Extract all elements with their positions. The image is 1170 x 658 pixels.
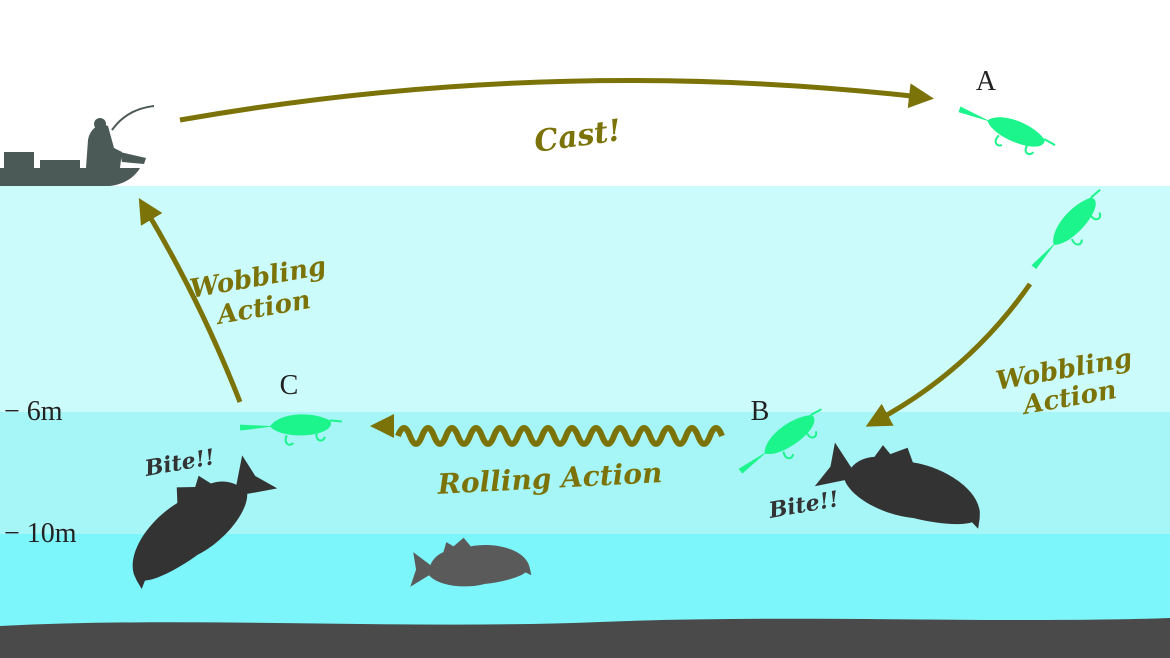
- cast-arrow: [179, 78, 934, 123]
- wobbling-arrow-right: [865, 282, 1033, 427]
- rolling-arrow-head: [370, 414, 394, 438]
- point-b-label: B: [751, 396, 770, 427]
- water-layer-upper: [0, 186, 1170, 412]
- point-c-label: C: [280, 370, 299, 401]
- wobbling-arrow-left: [138, 197, 243, 403]
- lake-bottom: [0, 618, 1170, 658]
- sky-area: [0, 0, 1170, 186]
- depth-6m-label: − 6m: [4, 396, 63, 427]
- point-a-label: A: [976, 66, 997, 97]
- rolling-arrow: [395, 425, 725, 447]
- depth-10m-label: − 10m: [4, 518, 77, 549]
- angler-boat-icon: [0, 105, 155, 186]
